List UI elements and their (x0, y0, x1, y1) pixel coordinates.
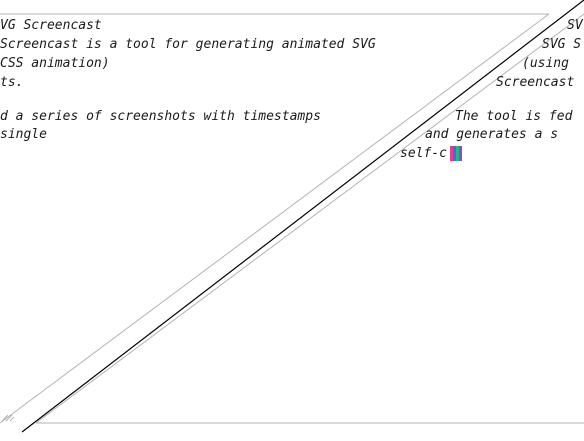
left-line-4: ts. (0, 75, 23, 90)
right-line-7: and generates a s (425, 127, 558, 142)
text-cursor-icon (450, 146, 462, 161)
split-diagonal-line (21, 0, 584, 433)
right-pane-text: SV SVG S (using Screencast The tool is f… (400, 18, 584, 161)
right-line-6: The tool is fed (455, 109, 573, 124)
left-line-6: d a series of screenshots with timestamp… (0, 109, 321, 124)
left-pane-text: VG Screencast Screencast is a tool for g… (0, 18, 376, 142)
frame-edges (0, 13, 584, 424)
right-line-4: Screencast (496, 75, 574, 90)
frame-diagonal-lower (35, 13, 584, 424)
left-line-7: single (0, 127, 47, 142)
frame-diagonal-upper (0, 13, 550, 424)
left-line-1: VG Screencast (0, 18, 102, 33)
right-line-2: SVG S (542, 37, 581, 52)
right-line-3: (using (522, 56, 569, 71)
left-line-2: Screencast is a tool for generating anim… (0, 37, 376, 52)
right-line-8: self-c (400, 146, 447, 161)
left-line-3: CSS animation) (0, 56, 110, 71)
resize-grip-icon[interactable] (1, 414, 15, 422)
right-line-1: SV (567, 18, 584, 33)
